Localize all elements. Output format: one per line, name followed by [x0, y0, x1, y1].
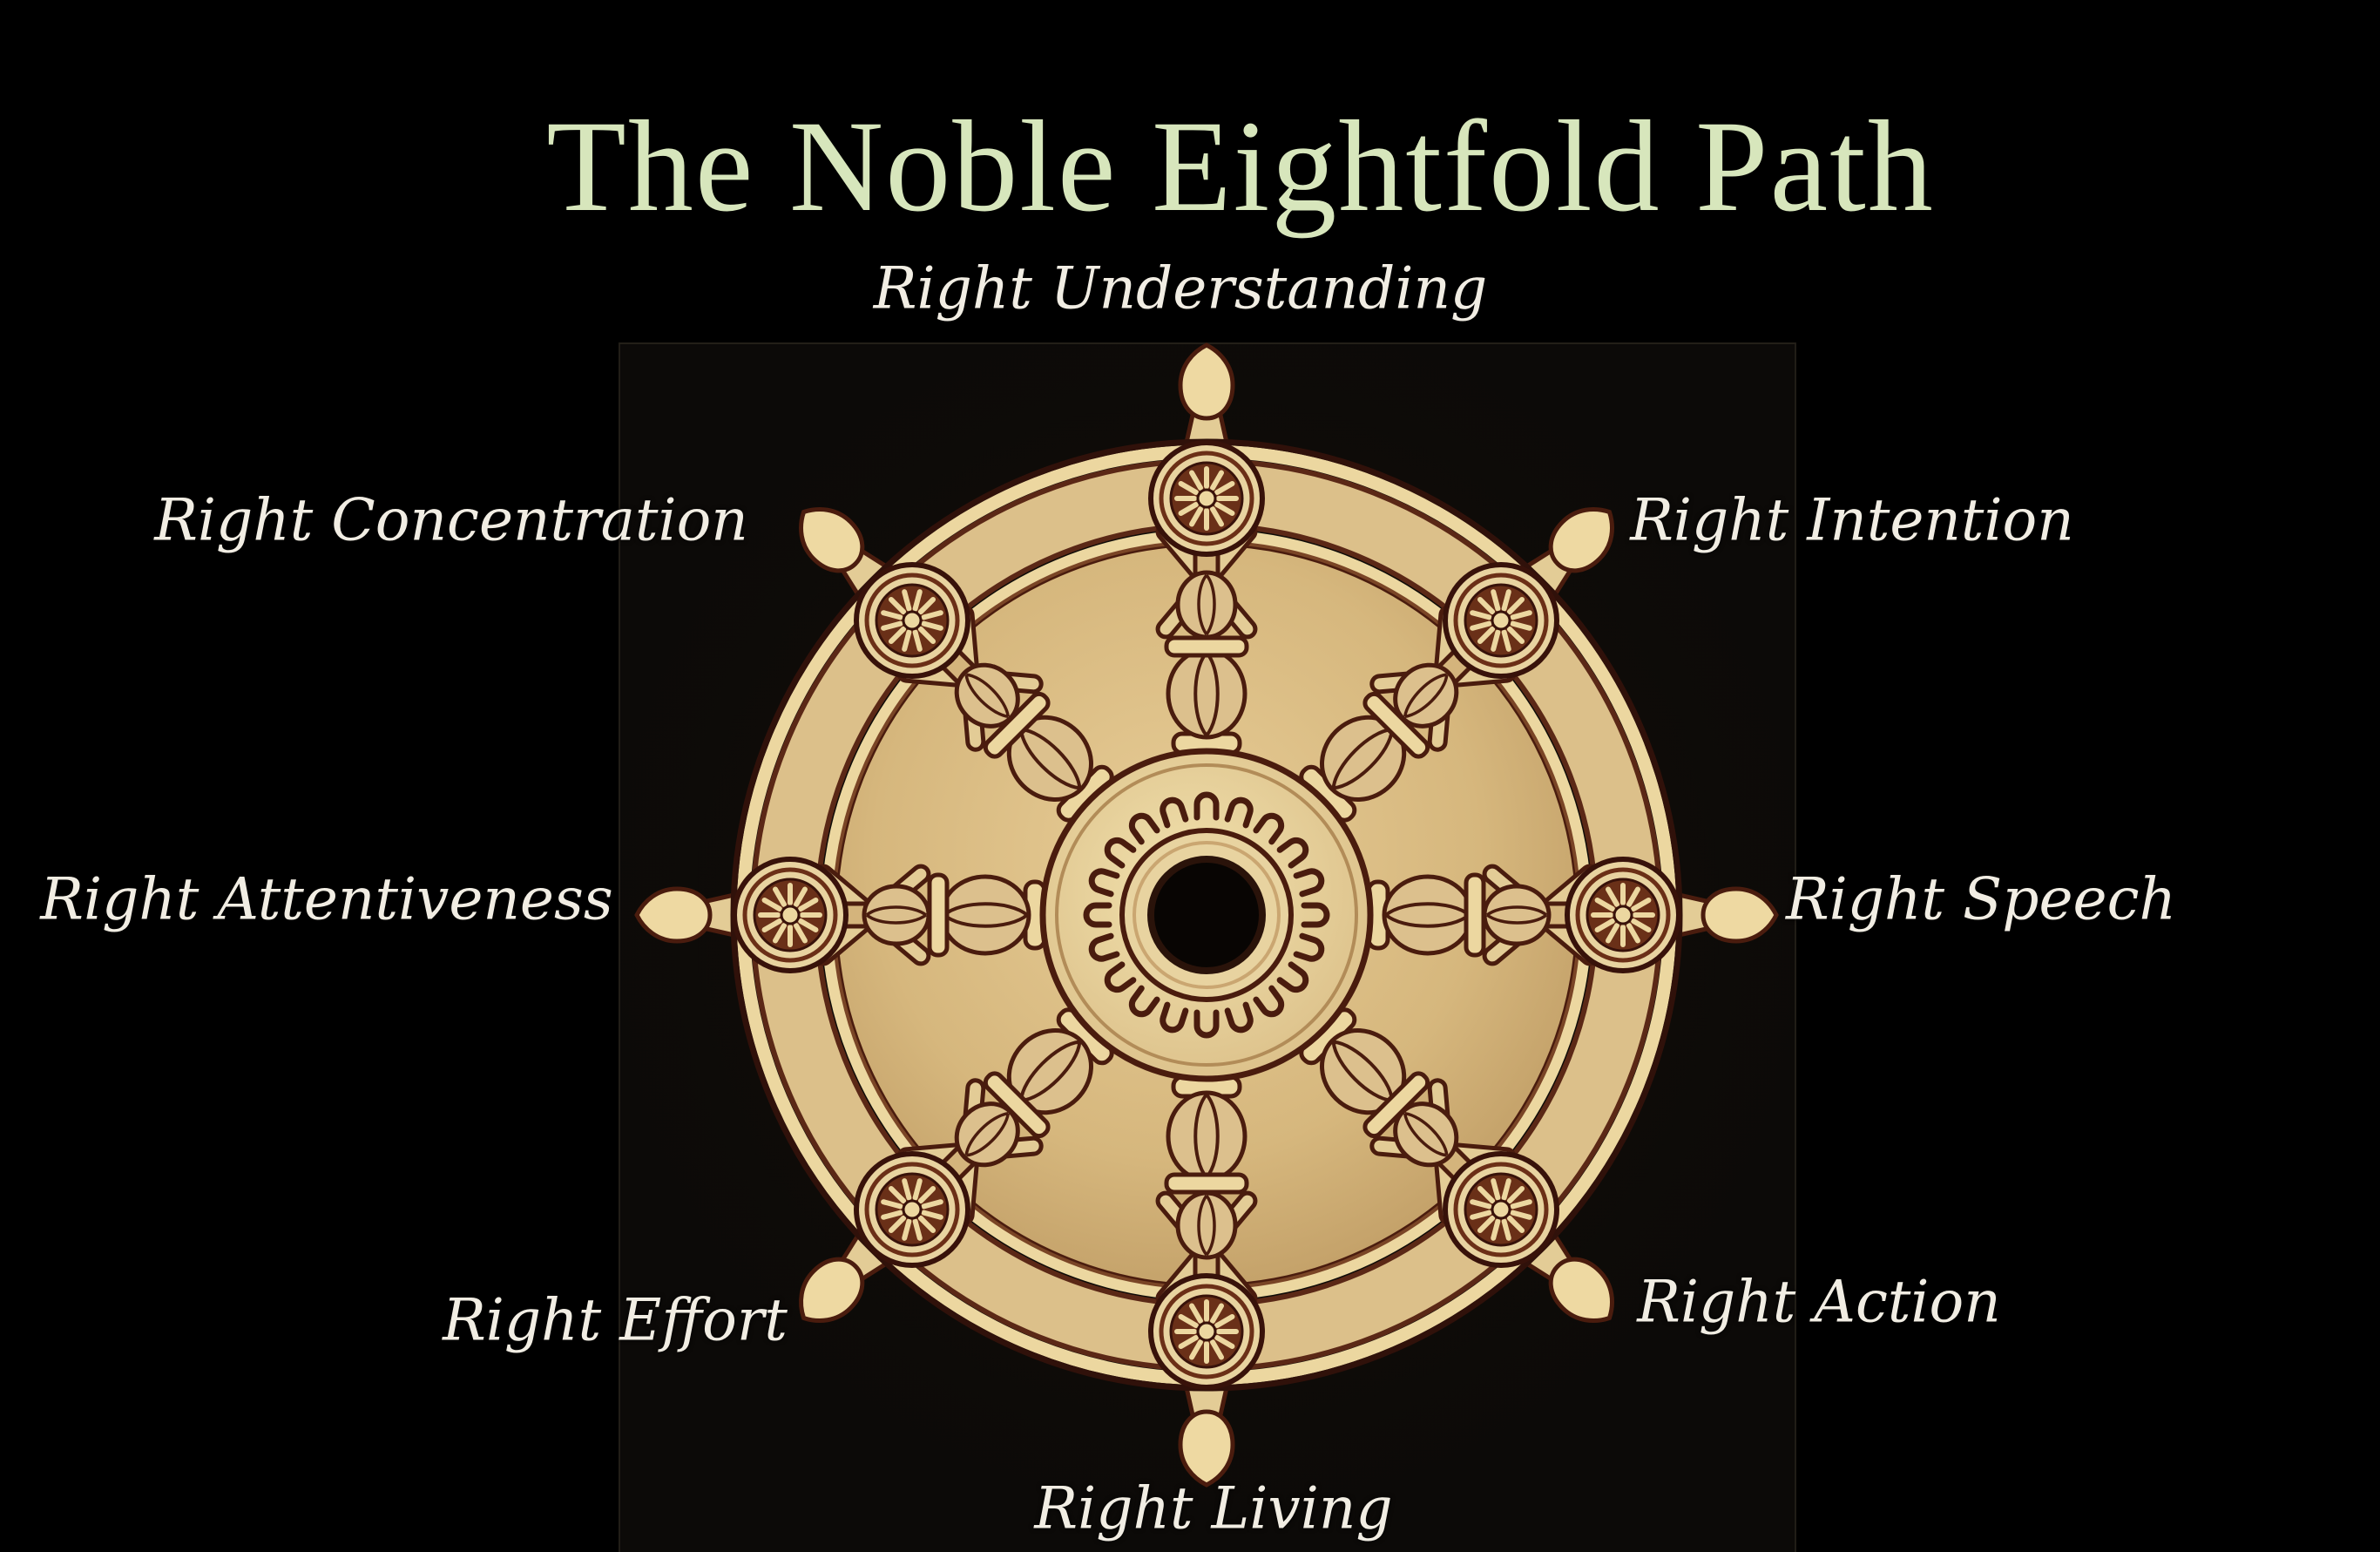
- label-right-understanding: Right Understanding: [873, 254, 1488, 322]
- label-right-effort: Right Effort: [443, 1286, 788, 1354]
- label-right-speech: Right Speech: [1785, 865, 2177, 933]
- label-right-intention: Right Intention: [1630, 486, 2074, 554]
- page-title: The Noble Eightfold Path: [546, 93, 1935, 239]
- wheel-center-hole: [1147, 856, 1266, 974]
- label-right-action: Right Action: [1637, 1268, 2001, 1336]
- dharmachakra-wheel-image: [632, 340, 1782, 1490]
- label-right-attentiveness: Right Attentiveness: [40, 865, 613, 933]
- wheel-hub: [1039, 748, 1374, 1082]
- label-right-concentration: Right Concentration: [154, 486, 748, 554]
- label-right-living: Right Living: [1034, 1474, 1393, 1542]
